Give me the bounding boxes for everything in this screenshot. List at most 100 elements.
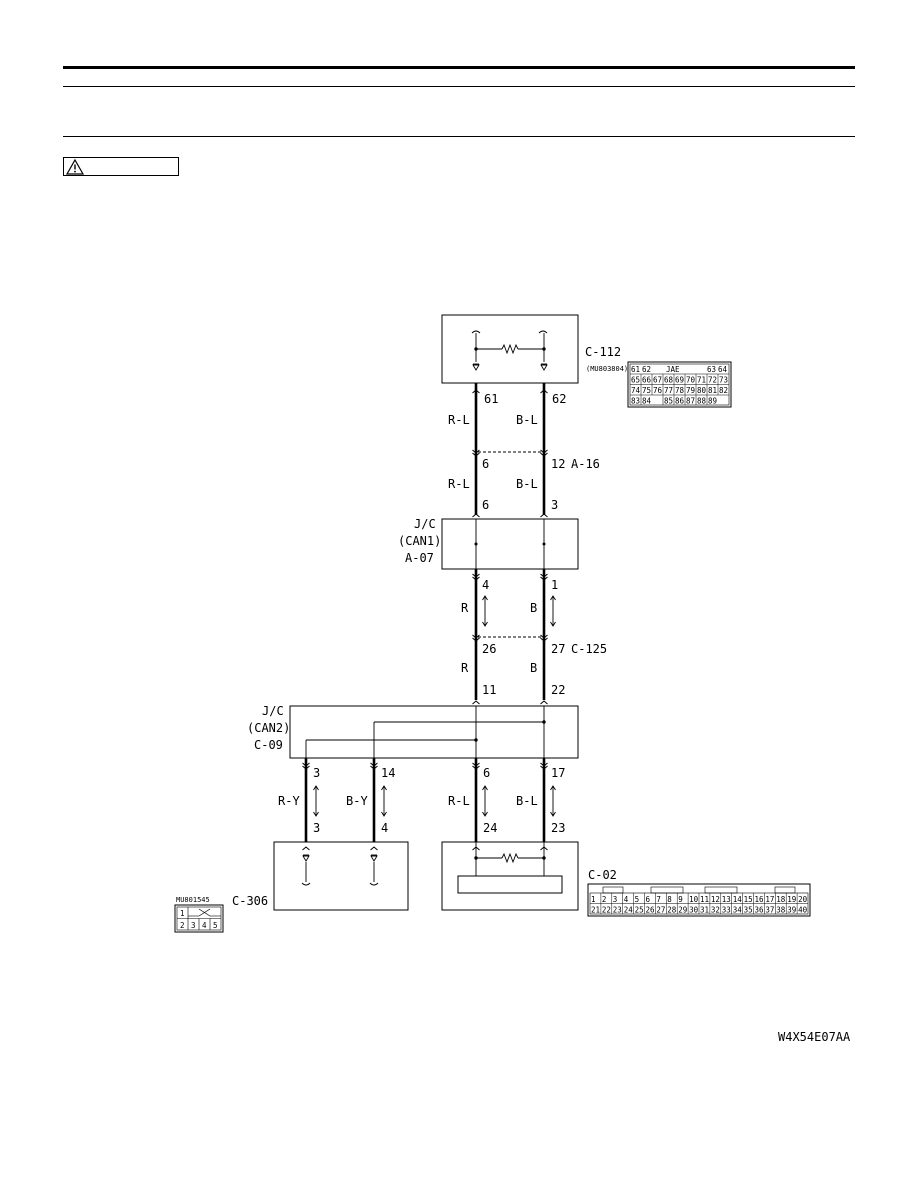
c306-part-number: MU801545 [176, 896, 210, 904]
c02-pin: 4 [624, 895, 629, 904]
c112-pin: 65 [631, 376, 640, 385]
wire-color-bl: B-L [516, 413, 538, 427]
c306-pin: 3 [191, 921, 196, 930]
jc-can1-label: J/C [414, 517, 436, 531]
c02-pin: 16 [755, 895, 765, 904]
c02-pin: 14 [733, 895, 743, 904]
c112-pin: 70 [686, 376, 696, 385]
c02-pin: 15 [744, 895, 753, 904]
c112-pin: 86 [675, 397, 685, 406]
c112-pin: 82 [719, 386, 728, 395]
c112-pin: 62 [642, 365, 651, 374]
connector-a16-label: A-16 [571, 457, 600, 471]
wire-color-r: R [461, 661, 469, 675]
c02-pin: 33 [722, 906, 731, 915]
c02-pin: 3 [613, 895, 618, 904]
c02-pin: 6 [646, 895, 651, 904]
c02-pin: 35 [744, 906, 753, 915]
pin-jc-can1-4: 4 [482, 578, 489, 592]
c02-pin: 32 [711, 906, 720, 915]
c112-pin: 75 [642, 386, 651, 395]
c112-pin: 84 [642, 397, 652, 406]
c306-pin: 4 [202, 921, 207, 930]
c112-pin: 87 [686, 397, 695, 406]
c112-pin: 83 [631, 397, 640, 406]
c306-pin: 5 [213, 921, 218, 930]
c02-pin: 37 [765, 906, 774, 915]
c02-pin: 11 [700, 895, 709, 904]
wire-color-b: B [530, 661, 537, 675]
c02-pin: 28 [667, 906, 677, 915]
c02-pin: 12 [711, 895, 720, 904]
c02-pin: 7 [656, 895, 661, 904]
pin-jc-can1-1: 1 [551, 578, 558, 592]
c02-pin: 27 [656, 906, 665, 915]
c112-maker-label: JAE [666, 365, 680, 374]
c112-pin: 81 [708, 386, 717, 395]
c112-pin: 79 [686, 386, 695, 395]
connector-c306-box [273, 841, 409, 911]
wire-color-rl: R-L [448, 477, 470, 491]
c02-pin: 1 [591, 895, 596, 904]
c02-pin: 19 [787, 895, 796, 904]
c112-pin: 66 [642, 376, 652, 385]
c112-part-number: (MU803804) [586, 365, 628, 373]
c02-pin: 30 [689, 906, 699, 915]
c112-pin: 85 [664, 397, 673, 406]
c112-pin-layout: JAE [627, 361, 732, 408]
header-rule-top [63, 66, 855, 69]
c112-pin: 88 [697, 397, 707, 406]
c112-pin: 69 [675, 376, 684, 385]
jc-can2-label: J/C [262, 704, 284, 718]
c306-pin: 1 [180, 909, 185, 918]
pin-c306-4: 4 [381, 821, 388, 835]
c112-pin: 67 [653, 376, 662, 385]
c02-label: C-02 [588, 868, 617, 882]
c02-pin: 13 [722, 895, 731, 904]
c02-pin: 38 [776, 906, 786, 915]
wire-color-bl: B-L [516, 477, 538, 491]
pin-c125-27: 27 [551, 642, 565, 656]
pin-jc-can2-3: 3 [313, 766, 320, 780]
c02-pin: 23 [613, 906, 622, 915]
wire-color-r: R [461, 601, 469, 615]
pin-c02-24: 24 [483, 821, 497, 835]
c112-pin: 72 [708, 376, 717, 385]
c112-pin: 80 [697, 386, 707, 395]
c02-pin: 17 [765, 895, 774, 904]
pin-a16-6: 6 [482, 457, 489, 471]
pin-jc-can2-6: 6 [483, 766, 490, 780]
c112-pin: 61 [631, 365, 640, 374]
c112-pin: 76 [653, 386, 663, 395]
c02-pin: 8 [667, 895, 672, 904]
jc-can2-label: (CAN2) [247, 721, 290, 735]
c112-pin: 64 [718, 365, 728, 374]
c112-pin: 89 [708, 397, 717, 406]
wire-color-by: B-Y [346, 794, 368, 808]
c112-pin: 73 [719, 376, 728, 385]
c306-pin-layout [174, 904, 224, 933]
pin-jc-can1-6: 6 [482, 498, 489, 512]
c02-pin: 39 [787, 906, 796, 915]
connector-c125-label: C-125 [571, 642, 607, 656]
c02-pin: 40 [798, 906, 808, 915]
c112-pin: 68 [664, 376, 674, 385]
caution-box [63, 157, 179, 176]
junction-can2-box [289, 705, 579, 759]
wire-color-rl: R-L [448, 413, 470, 427]
pin-c112-61: 61 [484, 392, 498, 406]
c02-pin: 26 [646, 906, 656, 915]
c112-pin: 77 [664, 386, 673, 395]
figure-code: W4X54E07AA [778, 1030, 851, 1044]
junction-can1-box [441, 518, 579, 570]
connector-c02-box [441, 841, 579, 911]
c112-pin: 63 [707, 365, 716, 374]
jc-can2-label: C-09 [254, 738, 283, 752]
pin-c306-3: 3 [313, 821, 320, 835]
c306-pin: 2 [180, 921, 185, 930]
header-rule-middle [63, 86, 855, 87]
wire-color-b: B [530, 601, 537, 615]
pin-jc-can2-14: 14 [381, 766, 395, 780]
pin-jc-can2-11: 11 [482, 683, 496, 697]
